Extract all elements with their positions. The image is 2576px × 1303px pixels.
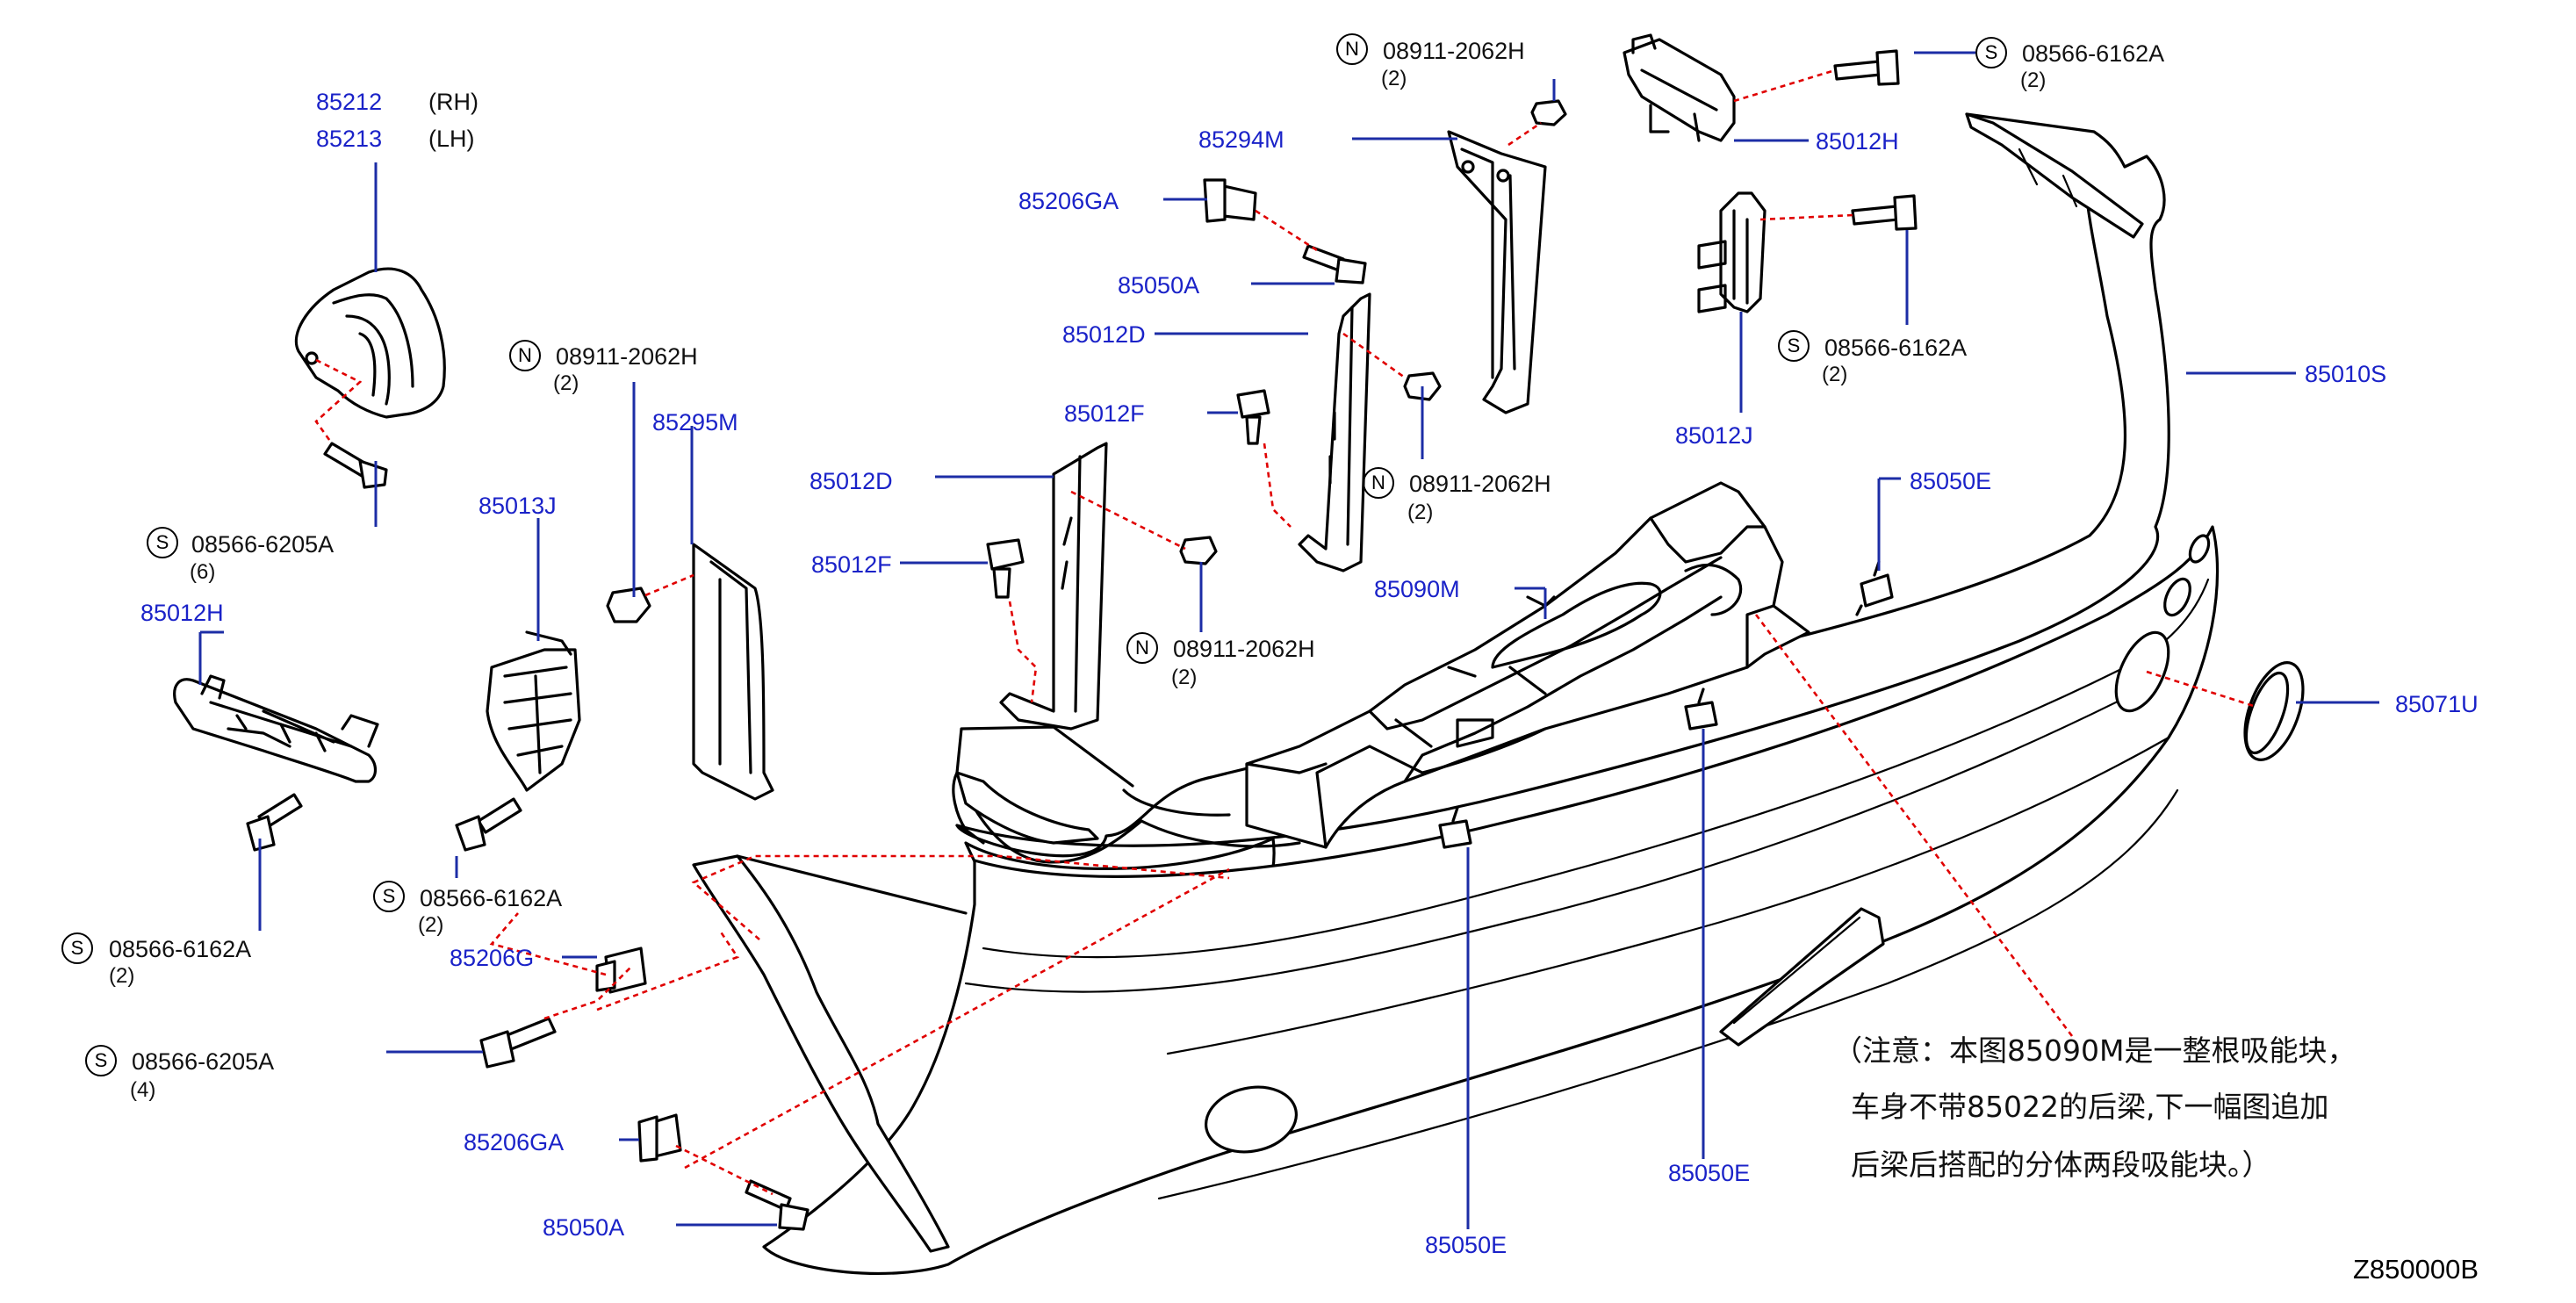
fastener-qty-f8: (2) [1171, 666, 1198, 689]
fastener-qty-f2: (2) [109, 964, 135, 988]
note-line-1: （注意：本图85090M是一整根吸能块， [1833, 1033, 2357, 1068]
fastener-qty-f7: (2) [1407, 500, 1434, 524]
note-line-3: 后梁后搭配的分体两段吸能块。） [1851, 1148, 2271, 1182]
label-85012D-top: 85012D [1062, 321, 1146, 348]
label-85295M: 85295M [652, 409, 738, 436]
bracket-85012H-right [1623, 33, 1736, 142]
nut-85295M [606, 587, 651, 623]
note-line-2: 车身不带85022的后梁,下一幅图追加 [1851, 1090, 2329, 1124]
fastener-number-f1: 08566-6205A [191, 531, 335, 558]
label-85012D-low: 85012D [809, 468, 893, 494]
bracket-85012D-top [1298, 292, 1371, 572]
screw-right-middle [1851, 194, 1918, 231]
label-85050E-top: 85050E [1910, 468, 1992, 494]
label-85050E-mid: 85050E [1668, 1160, 1751, 1186]
label-85012J: 85012J [1675, 422, 1753, 449]
bracket-85012D-low [999, 442, 1108, 731]
bolt-85050A-bottom [745, 1179, 809, 1231]
screw-upper-left [323, 442, 388, 489]
clip-85206G [595, 947, 647, 994]
fastener-qty-f10: (2) [1822, 363, 1848, 386]
fastener-qty-f5: (2) [553, 371, 579, 395]
label-85012H-right: 85012H [1816, 128, 1899, 155]
label-85050A-bottom: 85050A [543, 1214, 625, 1241]
badge-f10: S [1778, 330, 1810, 362]
fastener-qty-f1: (6) [190, 560, 216, 584]
rivet-85012F-top [1236, 389, 1270, 445]
leader-lines [198, 51, 2379, 1229]
bracket-85294M [1447, 130, 1547, 414]
bracket-85013J [486, 630, 581, 792]
fastener-qty-f6: (2) [1381, 67, 1407, 90]
bracket-85012J [1697, 191, 1767, 313]
bumper-fascia [692, 112, 2220, 1275]
fastener-qty-f9: (2) [2020, 68, 2047, 92]
fastener-qty-f4: (4) [130, 1078, 156, 1102]
badge-f8: N [1126, 632, 1158, 664]
nut-85012D-low [1179, 536, 1218, 565]
clip-85206GA-top [1203, 178, 1257, 223]
rivet-85012F-low [986, 538, 1025, 599]
badge-f3: S [373, 881, 405, 912]
label-85206G: 85206G [450, 945, 535, 971]
bracket-85212 [294, 267, 446, 419]
bolt-85050A-top [1302, 244, 1367, 284]
badge-f9: S [1975, 37, 2007, 68]
fastener-qty-f3: (2) [418, 913, 444, 937]
fastener-number-f8: 08911-2062H [1173, 636, 1315, 662]
clip-85050E-low [1438, 806, 1472, 849]
nut-85294M-top [1530, 99, 1567, 126]
label-85013J: 85013J [479, 493, 557, 519]
badge-f5: N [509, 340, 541, 371]
clip-85050E-top [1855, 560, 1894, 616]
fastener-number-f3: 08566-6162A [420, 885, 563, 911]
fastener-number-f7: 08911-2062H [1409, 471, 1551, 497]
fastener-number-f5: 08911-2062H [556, 343, 698, 370]
rail-85295M [692, 543, 774, 801]
label-85012F-low: 85012F [811, 551, 892, 578]
fastener-number-f6: 08911-2062H [1383, 38, 1525, 64]
label-85012H-left: 85012H [140, 600, 224, 626]
label-85071U: 85071U [2395, 691, 2479, 717]
label-85012F-top: 85012F [1064, 400, 1145, 427]
bracket-85012H-left [173, 674, 379, 783]
label-85050E-low: 85050E [1425, 1232, 1507, 1258]
fastener-number-f9: 08566-6162A [2022, 40, 2165, 67]
label-85206GA-bottom: 85206GA [464, 1129, 565, 1155]
clip-85206GA-bottom [637, 1113, 682, 1163]
screw-85013J [455, 797, 522, 852]
fastener-number-f4: 08566-6205A [132, 1048, 275, 1075]
label-85090M: 85090M [1374, 576, 1460, 602]
label-rh: (RH) [428, 89, 479, 115]
screw-right-top [1833, 49, 1900, 86]
badge-f7: N [1363, 467, 1394, 499]
screw-lower-left [479, 1017, 557, 1069]
clip-85050E-mid [1684, 687, 1718, 731]
screw-85012H-left [246, 793, 303, 852]
label-85212: 85212 [316, 89, 383, 115]
label-lh: (LH) [428, 126, 475, 152]
badge-f1: S [147, 527, 178, 558]
dashed-connectors [314, 68, 2257, 1196]
diagram-code: Z850000B [2353, 1254, 2479, 1285]
badge-f2: S [61, 932, 93, 964]
label-85010S: 85010S [2305, 361, 2387, 387]
label-85213: 85213 [316, 126, 383, 152]
label-85294M: 85294M [1198, 126, 1284, 153]
badge-f4: S [85, 1045, 117, 1076]
badge-f6: N [1336, 33, 1368, 65]
fastener-number-f10: 08566-6162A [1824, 335, 1968, 361]
label-85050A-top: 85050A [1118, 272, 1200, 299]
fastener-number-f2: 08566-6162A [109, 936, 252, 962]
label-85206GA-top: 85206GA [1018, 188, 1119, 214]
cap-85071U [2243, 661, 2305, 761]
